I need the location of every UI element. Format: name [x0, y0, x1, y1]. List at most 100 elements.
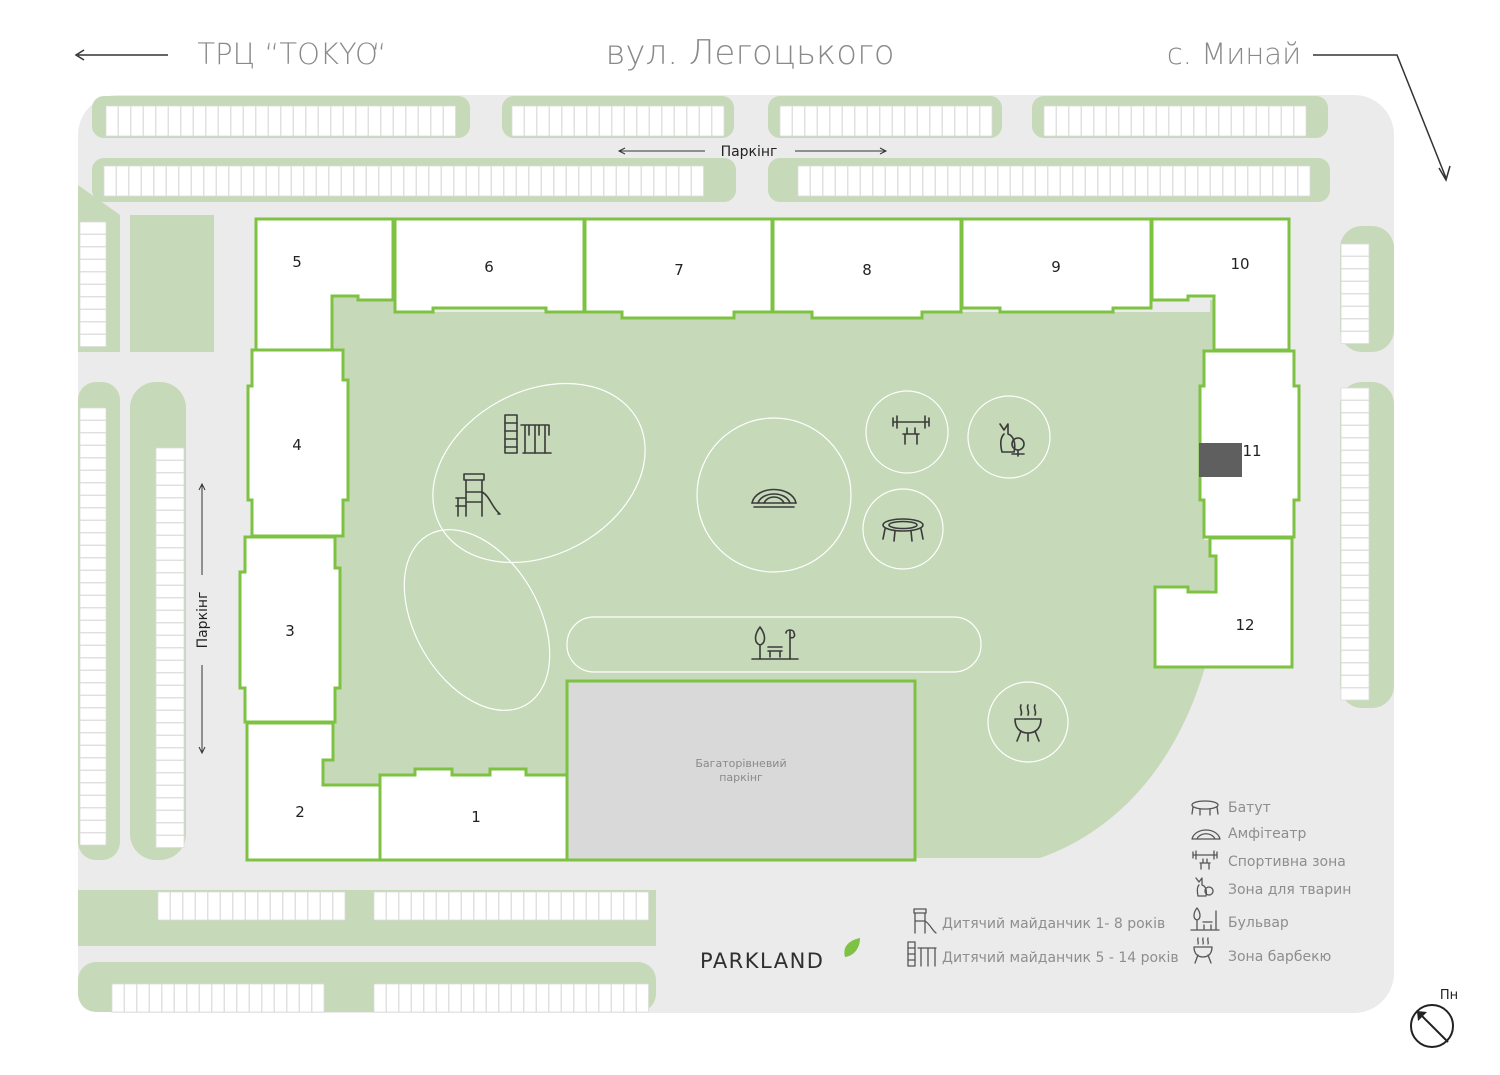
parking-slot: [303, 165, 317, 197]
building-12[interactable]: [1153, 536, 1294, 669]
parking-slot: [699, 105, 712, 137]
building-11[interactable]: [1198, 349, 1301, 539]
parking-slot: [1085, 165, 1098, 197]
parking-slot: [491, 165, 504, 197]
parking-slot: [1340, 575, 1370, 588]
parking-slot: [979, 105, 993, 137]
parking-slot: [678, 165, 692, 197]
parking-slot: [1235, 165, 1248, 197]
parking-slot: [854, 105, 868, 137]
parking-slot: [1231, 105, 1244, 137]
parking-slot: [155, 710, 185, 723]
parking-slot: [591, 165, 604, 197]
legend-amphitheatre: Амфітеатр: [1228, 826, 1307, 842]
parking-slot: [860, 165, 873, 197]
parking-slot: [1106, 105, 1119, 137]
parking-slot: [1340, 268, 1370, 282]
parking-slot: [1340, 331, 1370, 344]
parking-slot: [79, 284, 107, 297]
parking-slot: [79, 545, 107, 558]
parking-slot: [155, 647, 185, 661]
logo-text: PARKLAND: [700, 949, 824, 973]
parking-slot: [366, 165, 379, 197]
parking-slot: [1122, 165, 1136, 197]
parking-slot: [829, 105, 843, 137]
parking-slots-bottom: [111, 891, 649, 1013]
playground-1-8-icon: [455, 473, 501, 517]
parking-slot: [448, 983, 462, 1013]
parking-slot: [182, 891, 196, 921]
parking-arrows: [198, 147, 888, 755]
parking-slot: [380, 105, 394, 137]
parking-slot: [166, 165, 179, 197]
parking-slot: [466, 165, 479, 197]
building-10[interactable]: [1150, 217, 1291, 352]
building-2[interactable]: [245, 721, 382, 862]
parking-slot: [598, 983, 612, 1013]
parking-slot: [1160, 165, 1173, 197]
parking-slot: [130, 105, 144, 137]
parking-slot: [155, 510, 185, 523]
parking-slot: [149, 983, 162, 1013]
parking-slot: [386, 983, 399, 1013]
trampoline-icon: [882, 518, 924, 542]
parking-slot: [266, 165, 279, 197]
parking-label-top: Паркінг: [721, 144, 778, 160]
trampoline-zone: [862, 488, 944, 570]
parking-slot: [867, 105, 880, 137]
building-4[interactable]: [246, 348, 350, 538]
parking-slot: [79, 457, 107, 471]
building-1[interactable]: [378, 767, 569, 862]
parking-slot: [79, 645, 107, 658]
parking-slot: [1268, 105, 1282, 137]
parking-slot: [624, 105, 637, 137]
building-number-2: 2: [295, 803, 305, 821]
parking-slot: [307, 891, 321, 921]
parking-slot: [311, 983, 325, 1013]
compass-circle: [1410, 1004, 1454, 1048]
parking-slot: [967, 105, 980, 137]
logo-leaf-icon: [844, 938, 860, 957]
parking-slot: [1340, 387, 1370, 401]
parking-slot: [153, 165, 167, 197]
parking-slot: [180, 105, 194, 137]
building-3[interactable]: [238, 535, 342, 724]
parking-slot: [1293, 105, 1307, 137]
parking-slot: [155, 772, 185, 786]
parking-label-left: Паркінг: [195, 592, 211, 649]
parking-slot: [586, 105, 600, 137]
parking-slot: [1340, 600, 1370, 613]
parking-slot: [79, 682, 107, 696]
parking-slot: [1281, 105, 1294, 137]
parking-slot: [885, 165, 898, 197]
multilevel-parking-label-2: паркінг: [719, 771, 763, 784]
parkland-logo: PARKLAND: [700, 938, 860, 973]
parking-slot: [411, 983, 424, 1013]
parking-slot: [355, 105, 369, 137]
parking-slot: [79, 495, 107, 508]
parking-slot: [423, 983, 437, 1013]
parking-slot: [155, 610, 185, 623]
parking-slot: [611, 105, 625, 137]
parking-slot: [155, 785, 185, 798]
parking-slot: [516, 165, 529, 197]
parking-slot: [393, 105, 406, 137]
parking-slot: [1210, 165, 1223, 197]
parking-slot: [503, 165, 517, 197]
legend-trampoline: Батут: [1228, 800, 1271, 816]
parking-slot: [320, 891, 333, 921]
parking-slot: [155, 835, 185, 848]
parking-slot: [79, 795, 107, 808]
parking-slot: [291, 165, 304, 197]
parking-slot: [623, 891, 637, 921]
parking-slot: [79, 407, 107, 421]
parking-slot: [1222, 165, 1236, 197]
parking-slot: [79, 271, 107, 285]
compass-label: Пн: [1440, 988, 1458, 1003]
parking-slot: [541, 165, 554, 197]
parking-slots-right: [1340, 243, 1370, 701]
parking-slot: [79, 632, 107, 646]
parking-slot: [1340, 425, 1370, 438]
parking-slot: [1068, 105, 1082, 137]
